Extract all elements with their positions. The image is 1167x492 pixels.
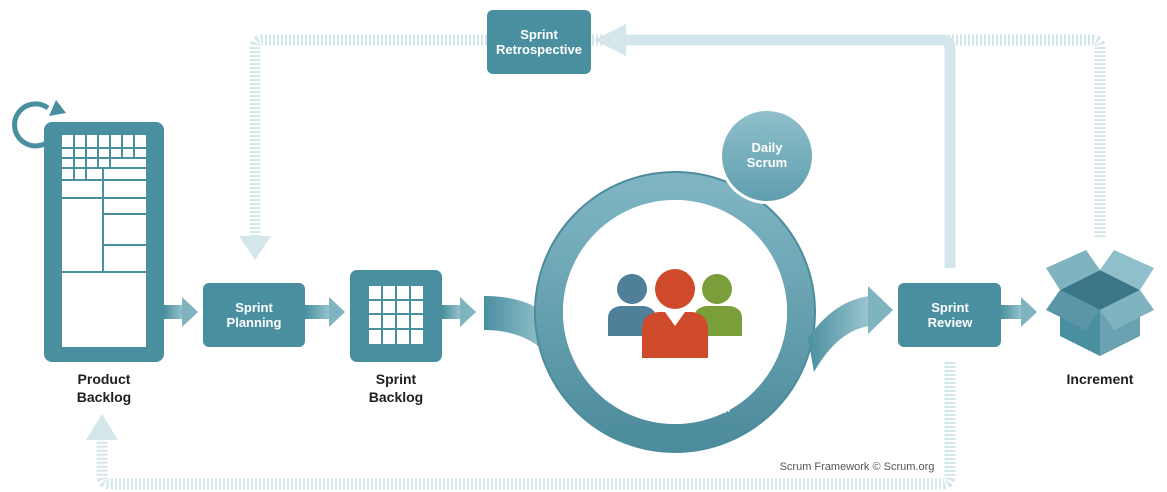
sprint-review-label-line2: Review (928, 315, 974, 330)
product-backlog-label-line2: Backlog (77, 389, 131, 405)
sprint-planning-label-line1: Sprint (235, 300, 273, 315)
retrospective-feedback-loop (96, 34, 1106, 490)
sprint-review-label-line1: Sprint (931, 300, 969, 315)
people-group-icon (608, 269, 742, 358)
increment: Increment (1046, 250, 1154, 387)
product-backlog-label-line1: Product (78, 371, 131, 387)
arrow-to-product-backlog (86, 414, 118, 440)
sprint-flow-in (484, 296, 550, 355)
sprint-flow-out (808, 286, 893, 372)
sprint-planning: Sprint Planning (203, 283, 305, 347)
arrow-review-to-increment (1001, 297, 1037, 327)
arrow-backlog-to-planning (164, 297, 198, 327)
arrow-to-sprint-planning (239, 236, 271, 260)
arrow-to-retrospective (594, 24, 626, 56)
daily-scrum-label-line1: Daily (751, 140, 783, 155)
increment-label: Increment (1067, 371, 1134, 387)
credit-text: Scrum Framework © Scrum.org (780, 461, 935, 473)
sprint-backlog: Sprint Backlog (350, 270, 442, 405)
daily-scrum-label-line2: Scrum (747, 155, 787, 170)
sprint-backlog-label-line1: Sprint (376, 371, 417, 387)
sprint-backlog-grid (369, 286, 423, 344)
sprint-retrospective-label-line2: Retrospective (496, 42, 582, 57)
product-backlog: Product Backlog (12, 100, 164, 405)
arrow-planning-to-sprint-backlog (305, 297, 345, 327)
sprint-backlog-label-line2: Backlog (369, 389, 423, 405)
arrow-sprint-backlog-to-sprint (442, 297, 476, 327)
daily-scrum: Daily Scrum (719, 108, 815, 204)
backlog-grid (62, 135, 146, 273)
review-to-retrospective-track (594, 24, 956, 268)
sprint-review: Sprint Review (898, 283, 1001, 347)
scrum-team-label: 1 Scrum Team (638, 400, 732, 423)
open-box-icon (1046, 250, 1154, 356)
sprint-planning-label-line2: Planning (227, 315, 282, 330)
circular-refresh-icon (12, 100, 66, 149)
sprint-retrospective: Sprint Retrospective (487, 10, 591, 74)
sprint-retrospective-label-line1: Sprint (520, 27, 558, 42)
